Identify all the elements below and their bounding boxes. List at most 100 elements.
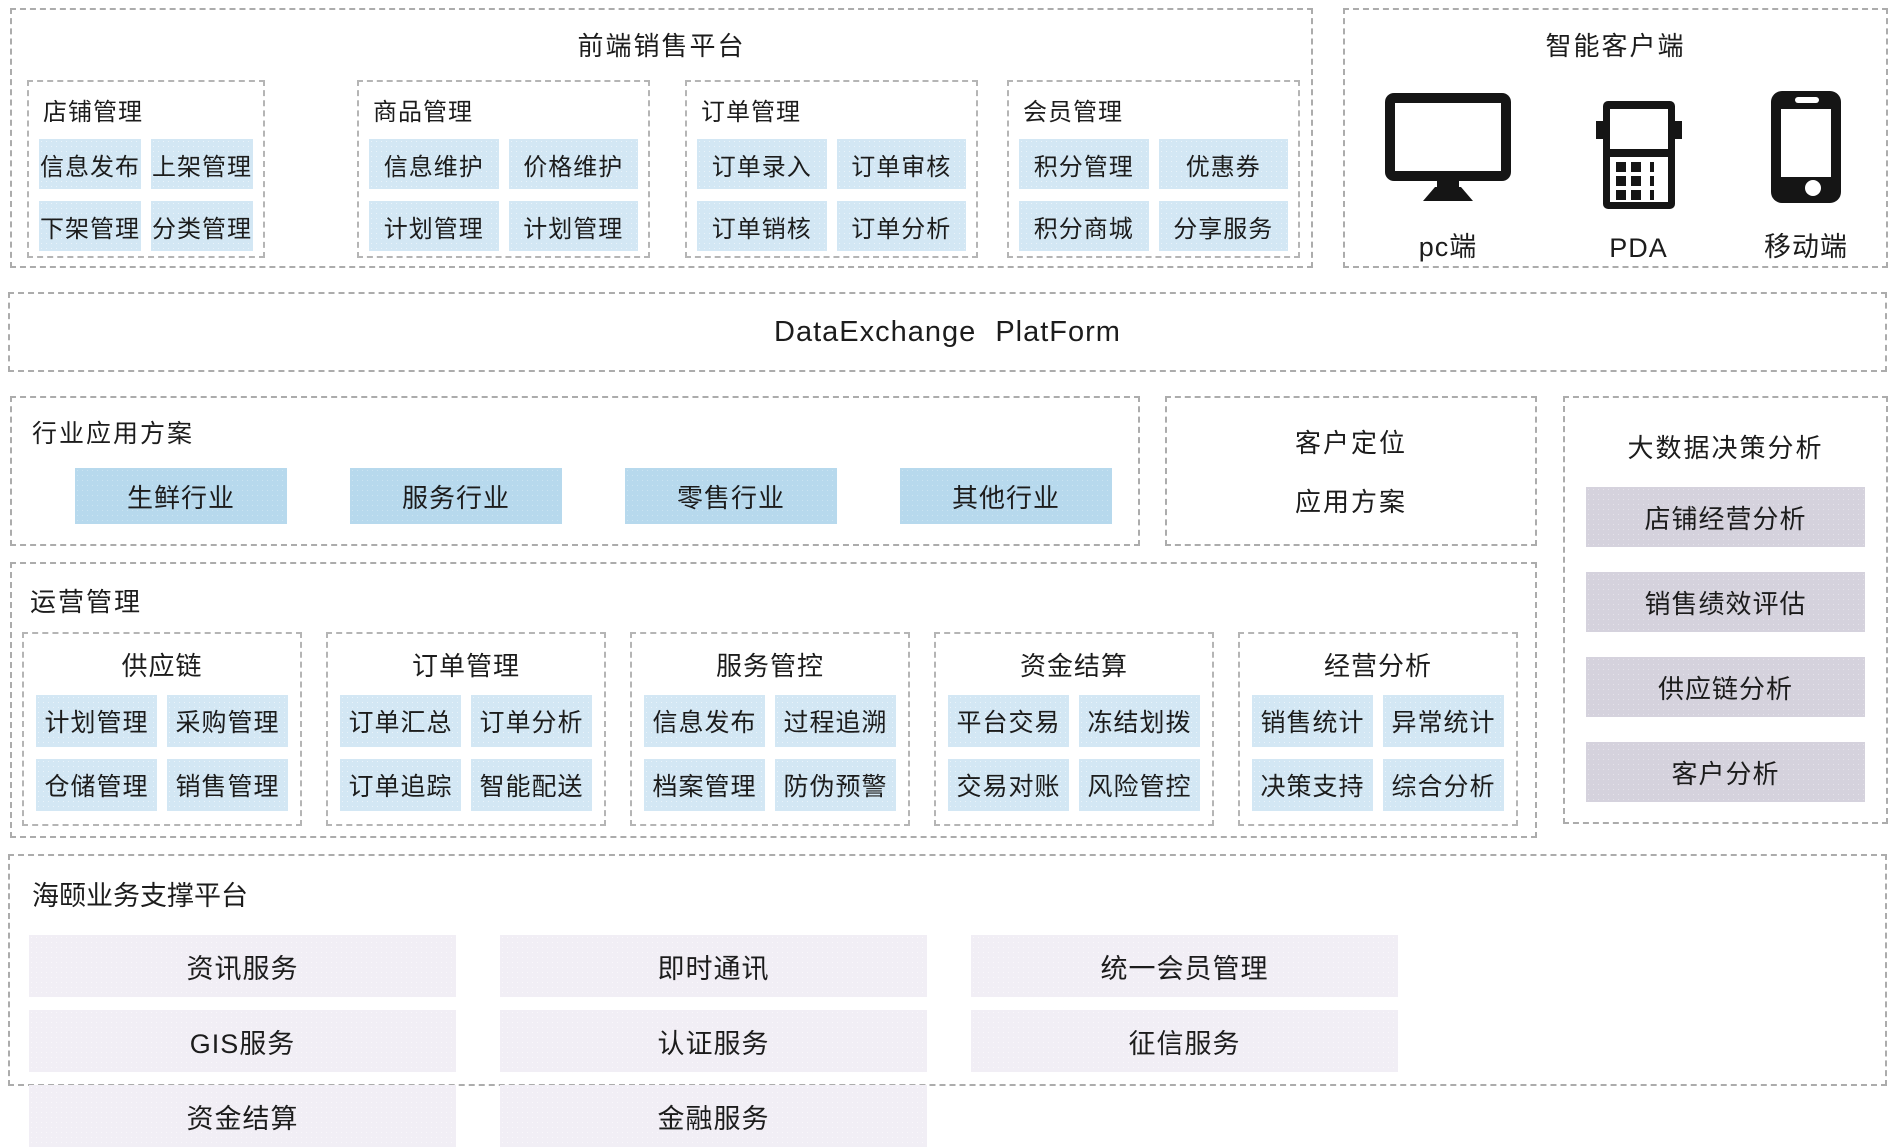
module-chip: 档案管理	[644, 759, 765, 811]
customer-positioning-panel: 客户定位 应用方案	[1165, 396, 1537, 546]
module-chip: 优惠券	[1158, 139, 1288, 189]
service-chip: 统一会员管理	[971, 935, 1398, 997]
analysis-chip: 店铺经营分析	[1586, 487, 1865, 547]
module-chip: 价格维护	[508, 139, 638, 189]
group-business-analysis: 经营分析 销售统计 异常统计 决策支持 综合分析	[1238, 632, 1518, 826]
front-platform-title: 前端销售平台	[577, 31, 746, 61]
device-mobile: 移动端	[1764, 91, 1848, 264]
module-chip: 订单分析	[836, 201, 966, 251]
module-chip: 风险管控	[1079, 759, 1200, 811]
industry-solutions-panel: 行业应用方案 生鲜行业 服务行业 零售行业 其他行业	[10, 396, 1140, 546]
module-chip: 订单汇总	[340, 695, 461, 747]
module-chip: 订单审核	[836, 139, 966, 189]
chip-grid: 信息发布 上架管理 下架管理 分类管理	[29, 127, 263, 251]
big-data-title: 大数据决策分析	[1627, 433, 1824, 463]
group-title: 订单管理	[411, 651, 520, 681]
group-title: 资金结算	[1019, 651, 1128, 681]
module-chip: 采购管理	[167, 695, 288, 747]
industry-title: 行业应用方案	[32, 420, 195, 448]
module-chip: 计划管理	[508, 201, 638, 251]
chip-grid: 平台交易 冻结划拨 交易对账 风险管控	[936, 683, 1212, 811]
module-chip: 冻结划拨	[1079, 695, 1200, 747]
module-chip: 销售统计	[1252, 695, 1373, 747]
industry-chip: 服务行业	[350, 468, 562, 524]
support-platform-panel: 海颐业务支撑平台 资讯服务 即时通讯 统一会员管理 GIS服务 认证服务 征信服…	[8, 854, 1887, 1147]
chip-grid: 订单录入 订单审核 订单销核 订单分析	[687, 127, 976, 251]
device-label: pc端	[1418, 232, 1478, 262]
front-sales-platform-panel: 前端销售平台 店铺管理 信息发布 上架管理 下架管理 分类管理 商品管理 信息维…	[10, 8, 1313, 268]
module-chip: 分类管理	[151, 201, 253, 251]
analysis-chip: 客户分析	[1586, 742, 1865, 802]
module-chip: 订单录入	[697, 139, 827, 189]
group-order-management-ops: 订单管理 订单汇总 订单分析 订单追踪 智能配送	[326, 632, 606, 826]
operations-management-panel: 运营管理 供应链 计划管理 采购管理 仓储管理 销售管理 订单管理 订单汇总 订…	[10, 562, 1537, 838]
group-order-management: 订单管理 订单录入 订单审核 订单销核 订单分析	[685, 80, 978, 258]
group-member-management: 会员管理 积分管理 优惠券 积分商城 分享服务	[1007, 80, 1300, 258]
module-chip: 上架管理	[151, 139, 253, 189]
module-chip: 平台交易	[948, 695, 1069, 747]
group-title: 服务管控	[715, 651, 824, 681]
analysis-chip: 销售绩效评估	[1586, 572, 1865, 632]
data-exchange-band: DataExchange PlatForm	[8, 292, 1887, 372]
support-platform-title: 海颐业务支撑平台	[32, 881, 248, 911]
module-chip: 信息发布	[644, 695, 765, 747]
module-chip: 计划管理	[369, 201, 499, 251]
group-title: 店铺管理	[43, 99, 143, 126]
device-row: pc端	[1345, 91, 1886, 264]
module-chip: 积分商城	[1019, 201, 1149, 251]
chip-grid: 信息维护 价格维护 计划管理 计划管理	[359, 127, 648, 251]
module-chip: 交易对账	[948, 759, 1069, 811]
module-chip: 订单追踪	[340, 759, 461, 811]
module-chip: 计划管理	[36, 695, 157, 747]
module-chip: 决策支持	[1252, 759, 1373, 811]
smart-client-title: 智能客户端	[1545, 31, 1686, 61]
module-chip: 异常统计	[1383, 695, 1504, 747]
module-chip: 防伪预警	[775, 759, 896, 811]
service-chip: 征信服务	[971, 1010, 1398, 1072]
group-service-control: 服务管控 信息发布 过程追溯 档案管理 防伪预警	[630, 632, 910, 826]
customer-positioning-line2: 应用方案	[1294, 487, 1407, 517]
data-exchange-title: DataExchange PlatForm	[774, 315, 1121, 348]
device-label: 移动端	[1764, 232, 1848, 262]
desktop-monitor-icon	[1383, 91, 1513, 203]
group-title: 商品管理	[373, 99, 473, 126]
service-chip: 金融服务	[500, 1085, 927, 1147]
group-title: 订单管理	[701, 99, 801, 126]
service-chip: 资讯服务	[29, 935, 456, 997]
analysis-chip: 供应链分析	[1586, 657, 1865, 717]
module-chip: 仓储管理	[36, 759, 157, 811]
smartphone-icon	[1768, 91, 1844, 203]
module-chip: 订单销核	[697, 201, 827, 251]
module-chip: 信息维护	[369, 139, 499, 189]
chip-grid: 信息发布 过程追溯 档案管理 防伪预警	[632, 683, 908, 811]
industry-chip: 生鲜行业	[75, 468, 287, 524]
chip-grid: 计划管理 采购管理 仓储管理 销售管理	[24, 683, 300, 811]
module-chip: 下架管理	[39, 201, 141, 251]
industry-chip-row: 生鲜行业 服务行业 零售行业 其他行业	[12, 468, 1138, 524]
module-chip: 积分管理	[1019, 139, 1149, 189]
operations-title: 运营管理	[30, 587, 143, 617]
pda-device-icon	[1595, 99, 1682, 211]
service-chip: 认证服务	[500, 1010, 927, 1072]
group-product-management: 商品管理 信息维护 价格维护 计划管理 计划管理	[357, 80, 650, 258]
chip-grid: 积分管理 优惠券 积分商城 分享服务	[1009, 127, 1298, 251]
group-store-management: 店铺管理 信息发布 上架管理 下架管理 分类管理	[27, 80, 265, 258]
big-data-chip-stack: 店铺经营分析 销售绩效评估 供应链分析 客户分析	[1586, 487, 1865, 802]
group-title: 会员管理	[1023, 99, 1123, 126]
module-chip: 综合分析	[1383, 759, 1504, 811]
module-chip: 智能配送	[471, 759, 592, 811]
group-title: 供应链	[121, 651, 203, 681]
device-pc: pc端	[1383, 91, 1513, 264]
industry-chip: 其他行业	[900, 468, 1112, 524]
support-chip-grid: 资讯服务 即时通讯 统一会员管理 GIS服务 认证服务 征信服务 资金结算 金融…	[10, 935, 1885, 1147]
smart-client-panel: 智能客户端 pc端	[1343, 8, 1888, 268]
module-chip: 订单分析	[471, 695, 592, 747]
group-supply-chain: 供应链 计划管理 采购管理 仓储管理 销售管理	[22, 632, 302, 826]
customer-positioning-line1: 客户定位	[1294, 428, 1407, 458]
service-chip: 即时通讯	[500, 935, 927, 997]
module-chip: 分享服务	[1158, 201, 1288, 251]
service-chip: GIS服务	[29, 1010, 456, 1072]
module-chip: 销售管理	[167, 759, 288, 811]
service-chip: 资金结算	[29, 1085, 456, 1147]
device-pda: PDA	[1595, 99, 1682, 264]
